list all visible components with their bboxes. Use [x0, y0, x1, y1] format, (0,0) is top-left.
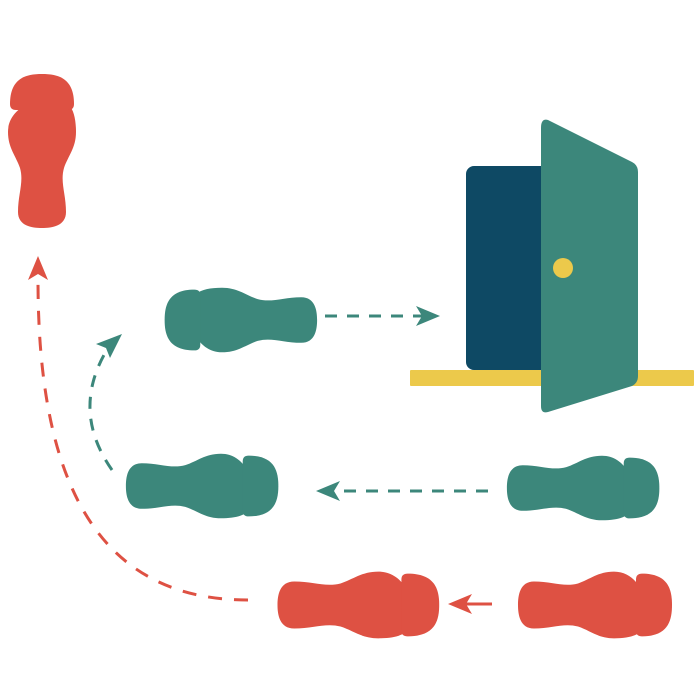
arrow-middle-left-head: [316, 481, 340, 501]
arrow-bottom-left-head: [448, 594, 472, 614]
arrow-red-curve-head: [28, 256, 48, 280]
arrow-to-door-head: [416, 306, 440, 326]
red-footprint-top-left: [8, 74, 76, 228]
teal-footprint-right: [506, 455, 660, 521]
door-knob: [553, 258, 573, 278]
red-footprint-bottom-middle: [277, 571, 440, 639]
door-panel: [541, 119, 638, 413]
arrow-curve-up-head: [96, 334, 122, 358]
arrow-curve-up-line: [88, 347, 114, 471]
teal-footprint-middle: [125, 453, 279, 519]
arrows: [28, 256, 492, 614]
arrow-red-curve-line: [36, 279, 249, 602]
door: [410, 119, 694, 413]
red-footprint-bottom-right: [518, 571, 672, 639]
teal-footprint-upper: [164, 287, 318, 353]
